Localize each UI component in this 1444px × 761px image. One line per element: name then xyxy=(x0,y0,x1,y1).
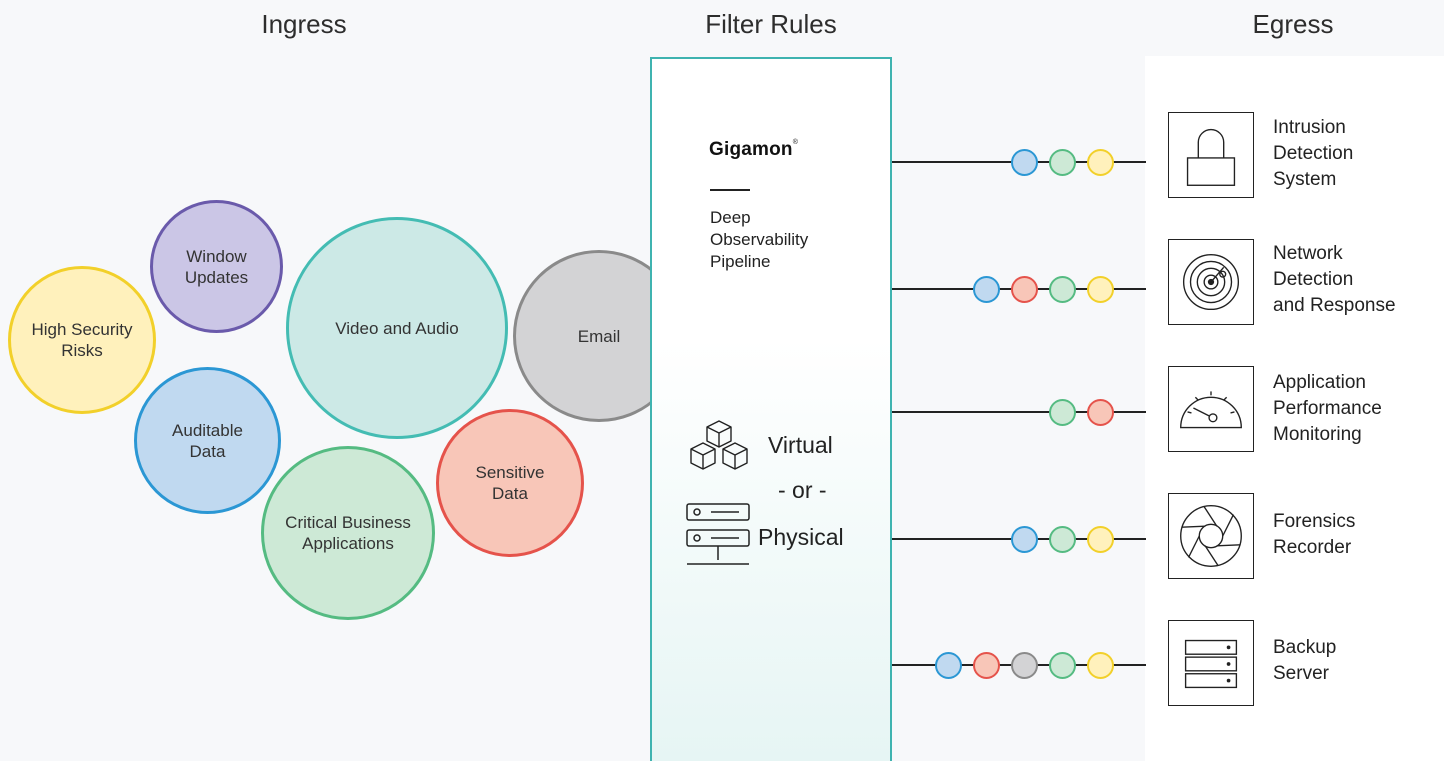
ids-tile xyxy=(1168,112,1254,198)
bubble-sensitive-data: Sensitive Data xyxy=(436,409,584,557)
egress-heading: Egress xyxy=(1252,9,1334,39)
registered-mark: ® xyxy=(792,139,799,146)
flow-dot-apm-red xyxy=(1087,398,1114,426)
bubble-window-updates-label: Window Updates xyxy=(184,246,249,287)
flow-dot-apm-green xyxy=(1049,398,1076,426)
physical-server-icon xyxy=(686,503,750,565)
backup-label: Backup Server xyxy=(1273,637,1337,684)
or-label: - or - xyxy=(778,477,827,503)
filter-rules-box: Gigamon® Deep Observability Pipeline Vir… xyxy=(650,57,892,761)
flow-dot-backup-blue xyxy=(935,651,962,679)
flow-dot-ndr-yellow xyxy=(1087,275,1114,303)
radar-icon xyxy=(1182,253,1240,311)
flow-dot-ndr-red xyxy=(1011,275,1038,303)
flow-dot-ids-green xyxy=(1049,148,1076,176)
brand-name: Gigamon xyxy=(709,139,793,160)
ingress-heading: Ingress xyxy=(261,9,347,39)
bubble-window-updates: Window Updates xyxy=(150,200,283,333)
bubble-high-security-risks: High Security Risks xyxy=(8,266,156,414)
flow-dot-forensics-blue xyxy=(1011,525,1038,553)
pipeline-label: Deep Observability Pipeline xyxy=(710,208,809,271)
virtual-cubes-icon xyxy=(690,420,748,470)
bubble-critical-business-applications: Critical Business Applications xyxy=(261,446,435,620)
aperture-icon xyxy=(1180,505,1242,567)
flow-dot-ndr-blue xyxy=(973,275,1000,303)
flow-line-apm xyxy=(892,411,1146,413)
server-rack-icon xyxy=(1184,639,1238,689)
gigamon-logo: Gigamon® xyxy=(709,139,798,161)
bubble-auditable-data: Auditable Data xyxy=(134,367,281,514)
ids-label: Intrusion Detection System xyxy=(1273,117,1354,190)
ndr-tile xyxy=(1168,239,1254,325)
apm-tile xyxy=(1168,366,1254,452)
filter-rules-heading: Filter Rules xyxy=(705,9,837,39)
apm-label: Application Performance Monitoring xyxy=(1273,372,1382,445)
forensics-tile xyxy=(1168,493,1254,579)
bubble-auditable-data-label: Auditable Data xyxy=(172,420,243,461)
gauge-icon xyxy=(1180,391,1242,429)
lock-icon xyxy=(1186,128,1236,186)
flow-dot-backup-green xyxy=(1049,651,1076,679)
flow-dot-forensics-green xyxy=(1049,525,1076,553)
forensics-label: Forensics Recorder xyxy=(1273,511,1356,558)
flow-dot-backup-gray xyxy=(1011,651,1038,679)
brand-divider xyxy=(710,189,750,191)
bubble-email-label: Email xyxy=(577,326,621,346)
virtual-label: Virtual xyxy=(768,432,833,458)
bubble-video-and-audio-label: Video and Audio xyxy=(335,318,459,338)
ndr-label: Network Detection and Response xyxy=(1273,243,1396,316)
backup-tile xyxy=(1168,620,1254,706)
flow-dot-forensics-yellow xyxy=(1087,525,1114,553)
flow-dot-ndr-green xyxy=(1049,275,1076,303)
bubble-high-security-risks-label: High Security Risks xyxy=(31,320,133,360)
bubble-sensitive-data-label: Sensitive Data xyxy=(475,463,545,503)
flow-dot-ids-blue xyxy=(1011,148,1038,176)
flow-dot-backup-red xyxy=(973,651,1000,679)
bubble-critical-business-applications-label: Critical Business Applications xyxy=(285,513,411,553)
flow-dot-ids-yellow xyxy=(1087,148,1114,176)
bubble-video-and-audio: Video and Audio xyxy=(286,217,508,439)
physical-label: Physical xyxy=(758,524,844,550)
flow-dot-backup-yellow xyxy=(1087,651,1114,679)
